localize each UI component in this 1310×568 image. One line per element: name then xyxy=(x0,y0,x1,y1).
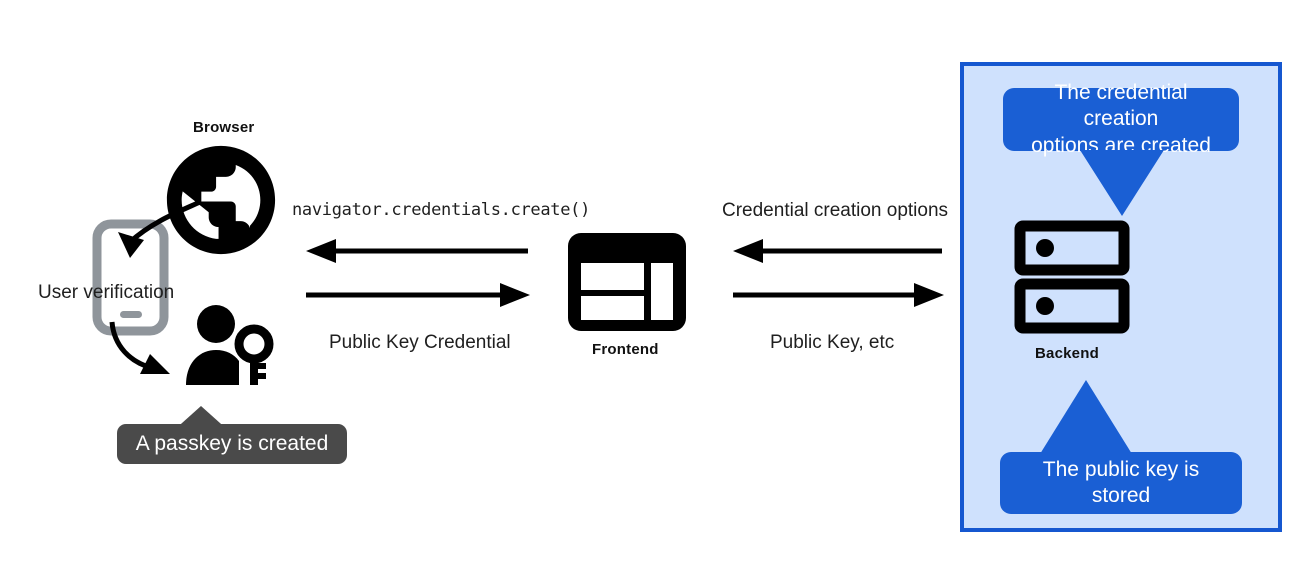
arrow-browser-right xyxy=(306,283,530,307)
arrow-backend-right xyxy=(733,283,944,307)
flow-label-credential-creation-options: Credential creation options xyxy=(722,200,949,221)
flow-label-public-key-credential: Public Key Credential xyxy=(329,332,511,353)
backend-callout-top-text: The credential creation options are crea… xyxy=(1031,81,1211,157)
arrow-globe-to-phone-icon xyxy=(118,199,202,258)
backend-label: Backend xyxy=(1035,345,1099,362)
globe-icon xyxy=(166,145,276,255)
backend-callout-top-tail xyxy=(1080,150,1164,216)
arrow-browser-left xyxy=(306,239,528,263)
backend-callout-top: The credential creation options are crea… xyxy=(1003,81,1239,157)
arrow-backend-left xyxy=(733,239,942,263)
backend-callout-bottom-text: The public key is stored xyxy=(1042,457,1200,507)
flow-label-navigator-create: navigator.credentials.create() xyxy=(292,200,591,220)
backend-callout-bottom: The public key is stored xyxy=(1000,452,1242,514)
web-asset-icon xyxy=(568,233,686,331)
person-with-key-icon xyxy=(186,305,274,385)
flow-label-public-key-etc: Public Key, etc xyxy=(770,332,895,353)
smartphone-icon xyxy=(92,219,169,336)
browser-label: Browser xyxy=(193,119,255,136)
backend-callout-bottom-tail xyxy=(1040,380,1132,454)
arrow-phone-to-user-icon xyxy=(109,321,170,374)
passkey-callout: A passkey is created xyxy=(117,424,347,464)
server-rack-icon xyxy=(1014,220,1130,334)
user-verification-label: User verification xyxy=(38,282,175,303)
frontend-label: Frontend xyxy=(592,341,659,358)
